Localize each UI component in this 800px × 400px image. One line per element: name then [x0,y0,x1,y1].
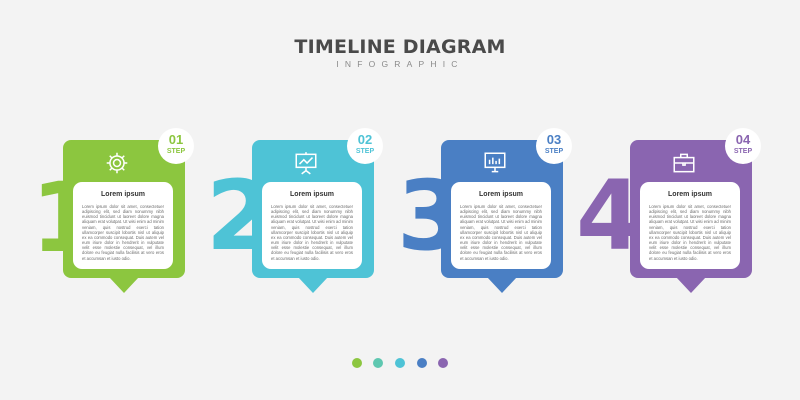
step-text-1: Lorem ipsum dolor sit amet, consectetuer… [82,204,164,261]
step-card-3: 3 03 STEP Lorem ipsum Lorem ipsum dolor … [397,128,572,300]
step-badge-3: 03 STEP [536,128,572,164]
step-card-4: 4 04 STEP Lorem ipsum Lorem ipsum dolor … [576,128,761,300]
step-number-4: 04 [735,132,751,147]
step-pointer-3 [487,277,517,293]
step-content-1: Lorem ipsum Lorem ipsum dolor sit amet, … [73,182,173,269]
pagination-dot-2 [373,358,383,368]
pagination-dot-5 [438,358,448,368]
step-label-2: STEP [355,148,375,155]
step-text-4: Lorem ipsum dolor sit amet, consectetuer… [649,204,731,261]
step-title-3: Lorem ipsum [479,191,523,198]
step-pointer-4 [676,277,706,293]
step-label-4: STEP [733,148,753,155]
step-content-4: Lorem ipsum Lorem ipsum dolor sit amet, … [640,182,740,269]
step-card-1: 1 01 STEP Lorem ipsum Lorem ipsum dolor … [31,128,194,300]
monitor-chart-icon [484,152,506,173]
diagram-title: TIMELINE DIAGRAM [294,36,506,58]
step-label-1: STEP [166,148,186,155]
step-content-3: Lorem ipsum Lorem ipsum dolor sit amet, … [451,182,551,269]
step-text-3: Lorem ipsum dolor sit amet, consectetuer… [460,204,542,261]
step-number-3: 03 [546,132,562,147]
diagram-subtitle: INFOGRAPHIC [336,59,464,69]
step-title-2: Lorem ipsum [290,191,334,198]
gear-icon [106,152,128,174]
step-content-2: Lorem ipsum Lorem ipsum dolor sit amet, … [262,182,362,269]
step-text-2: Lorem ipsum dolor sit amet, consectetuer… [271,204,353,261]
step-pointer-1 [109,277,139,293]
briefcase-icon [673,153,695,173]
presentation-board-icon [295,152,317,175]
step-badge-4: 04 STEP [725,128,761,164]
step-number-1: 01 [168,132,184,147]
step-number-2: 02 [357,132,373,147]
step-card-2: 2 02 STEP Lorem ipsum Lorem ipsum dolor … [206,128,383,300]
pagination-dot-1 [352,358,362,368]
step-title-1: Lorem ipsum [101,191,145,198]
pagination-dot-3 [395,358,405,368]
step-badge-1: 01 STEP [158,128,194,164]
pagination-dot-4 [417,358,427,368]
step-label-3: STEP [544,148,564,155]
step-pointer-2 [298,277,328,293]
step-title-4: Lorem ipsum [668,191,712,198]
step-badge-2: 02 STEP [347,128,383,164]
